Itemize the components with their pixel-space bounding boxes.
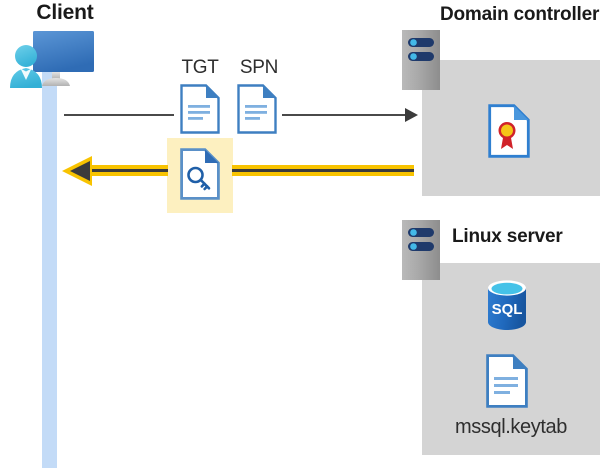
request-arrow-segment-left [64, 114, 174, 116]
response-arrow-segment-right [232, 165, 414, 176]
tgt-label: TGT [181, 57, 219, 78]
domain-controller-rack-icon [402, 30, 440, 90]
key-document-icon [180, 148, 220, 200]
certificate-document-icon [488, 104, 530, 158]
keytab-document-icon [486, 354, 528, 408]
sql-database-icon: SQL [484, 279, 530, 331]
user-monitor-icon [8, 26, 100, 88]
domain-controller-label: Domain controller [440, 4, 600, 25]
request-arrowhead-icon [405, 108, 418, 122]
keytab-file-label: mssql.keytab [455, 416, 567, 438]
tgt-document-icon [180, 84, 220, 134]
client-label: Client [36, 1, 94, 24]
linux-server-rack-icon [402, 220, 440, 280]
response-arrow-segment-left [90, 165, 168, 176]
svg-text:SQL: SQL [492, 301, 523, 318]
spn-document-icon [237, 84, 277, 134]
response-arrowhead-icon [70, 161, 90, 181]
request-arrow-segment-right [282, 114, 410, 116]
linux-server-label: Linux server [452, 226, 563, 247]
spn-label: SPN [239, 57, 279, 78]
client-lifeline [42, 72, 57, 468]
